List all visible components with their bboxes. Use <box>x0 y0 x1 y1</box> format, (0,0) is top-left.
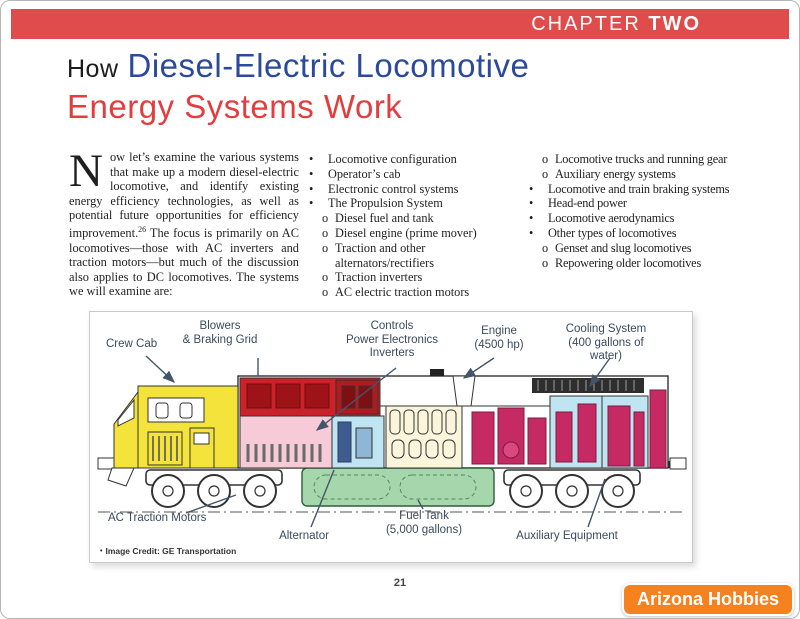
chapter-header-bar: CHAPTER TWO <box>11 9 789 39</box>
front-coupler <box>97 457 115 470</box>
rear-coupler <box>669 457 687 470</box>
label-controls-power-electronics: Controls Power Electronics Inverters <box>345 320 439 359</box>
title-main: Diesel-Electric Locomotive <box>127 47 530 84</box>
label-crew-cab: Crew Cab <box>106 338 158 350</box>
credit-bullet-icon: • <box>100 548 103 555</box>
title-prefix: How <box>67 55 119 83</box>
label-ac-traction-motors: AC Traction Motors <box>108 512 207 524</box>
list-item: •Head-end power <box>529 196 627 211</box>
locomotive-diagram: Crew Cab Blowers & Braking Grid Controls… <box>89 311 693 563</box>
list-item: •Other types of locomotives <box>529 225 677 240</box>
list-item: •Operator’s cab <box>309 166 401 181</box>
list-item: •The Propulsion System <box>309 196 443 211</box>
list-item: •Electronic control systems <box>309 181 459 196</box>
chapter-label: CHAPTER <box>531 13 641 35</box>
cooling-section <box>532 378 667 469</box>
footnote-reference: 26 <box>138 224 147 234</box>
drop-cap: N <box>69 145 103 197</box>
label-fuel-tank: Fuel Tank (5,000 gallons) <box>385 510 463 536</box>
fuel-tank <box>301 467 495 507</box>
label-cooling-system: Cooling System (400 gallons of water) <box>565 323 647 362</box>
title-line-1: How Diesel-Electric Locomotive <box>67 47 529 88</box>
chapter-number: TWO <box>648 13 701 35</box>
crew-cab-section <box>137 385 239 469</box>
list-item: •Locomotive configuration <box>309 152 457 166</box>
list-item: •Locomotive aerodynamics <box>529 211 675 226</box>
pointer-lines <box>145 355 611 528</box>
page-number: 21 <box>393 577 407 589</box>
label-blowers-braking-grid: Blowers & Braking Grid <box>182 320 258 346</box>
watermark-badge: Arizona Hobbies <box>621 583 794 616</box>
label-engine: Engine (4500 hp) <box>474 325 524 351</box>
image-credit: •Image Credit: GE Transportation <box>100 546 236 556</box>
label-alternator: Alternator <box>279 530 329 542</box>
machinery-section <box>471 407 547 465</box>
inverter-section <box>239 415 333 469</box>
intro-text-continued: The focus is primarily on AC locomotives… <box>69 226 299 299</box>
credit-text: Image Credit: GE Transportation <box>105 546 237 556</box>
title-line-2: Energy Systems Work <box>67 88 403 125</box>
engine-section <box>380 369 550 469</box>
alternator-bay <box>331 415 385 469</box>
list-item: •Locomotive and train braking systems <box>529 181 730 196</box>
wheel-hubs <box>162 485 624 497</box>
nose <box>107 390 139 487</box>
locomotive-illustration <box>97 355 687 528</box>
systems-list-column-1: •Locomotive configuration•Operator’s cab… <box>309 152 527 300</box>
page-title: How Diesel-Electric Locomotive Energy Sys… <box>67 47 529 126</box>
label-auxiliary-equipment: Auxiliary Equipment <box>516 530 618 542</box>
blowers-braking-grid-section <box>239 377 381 417</box>
intro-text: ow let’s examine the various systems tha… <box>69 150 299 241</box>
